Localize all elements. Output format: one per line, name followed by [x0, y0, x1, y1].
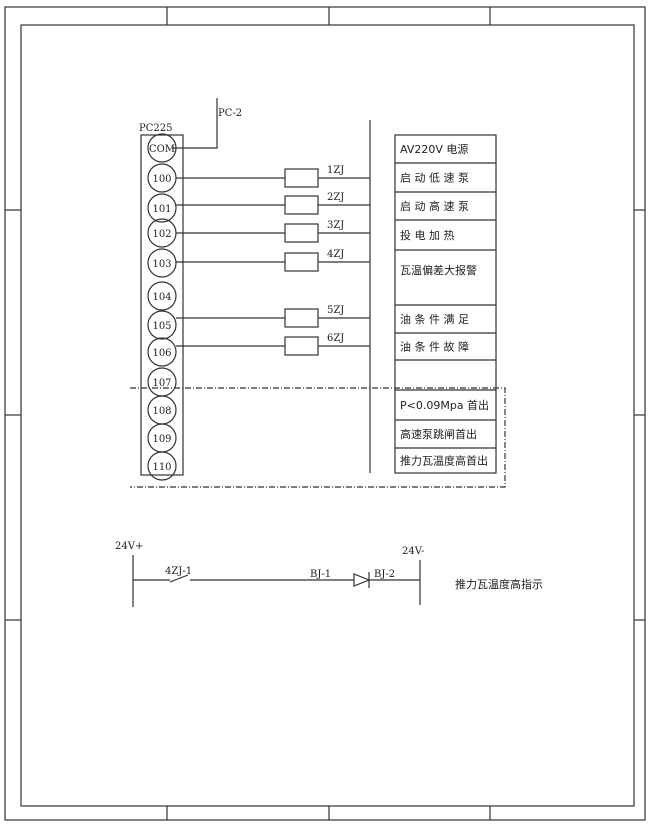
function-row-label: 启 动 低 速 泵: [400, 172, 469, 185]
function-row-label: P<0.09Mpa 首出: [400, 398, 489, 412]
terminal-label: 101: [152, 204, 171, 215]
circuit-description: 推力瓦温度高指示: [455, 577, 543, 591]
pc2-label: PC-2: [218, 108, 242, 119]
function-row-label: 高速泵跳闸首出: [400, 427, 477, 441]
function-row-label: 瓦温偏差大报警: [400, 263, 477, 277]
switch-label: 4ZJ-1: [165, 566, 192, 577]
terminal-label: COM: [149, 144, 175, 155]
terminal-circle: [147, 310, 177, 340]
switch-contact: [169, 574, 189, 583]
relay-coil: [284, 336, 319, 356]
relay-label: 1ZJ: [327, 165, 344, 176]
relay-wiring: 1ZJ 2ZJ 3ZJ 4ZJ 5ZJ 6ZJ: [176, 120, 371, 473]
terminal-label: 104: [152, 292, 171, 303]
relay-coil: [284, 168, 319, 188]
terminal-circle: [147, 451, 177, 481]
dashed-group-boundary: [130, 387, 506, 488]
relay-label: 5ZJ: [327, 305, 344, 316]
indicator-lamp-diode: [353, 573, 371, 587]
plc-terminal-strip: PC225 PC-2 COM 100 101 102 103 104 105 106 107 10…: [139, 98, 242, 481]
function-row-label: 油 条 件 满 足: [400, 312, 469, 326]
terminal-label: 105: [152, 321, 171, 332]
relay-coil: [284, 308, 319, 328]
function-table: AV220V 电源启 动 低 速 泵启 动 高 速 泵投 电 加 热瓦温偏差大报…: [394, 134, 497, 474]
function-row-label: 推力瓦温度高首出: [400, 454, 488, 468]
relay-coil: [284, 195, 319, 215]
neg-rail-label: 24V-: [402, 546, 424, 557]
terminal-label: 106: [152, 348, 171, 359]
function-row-label: 投 电 加 热: [400, 228, 455, 242]
terminal-circle: [147, 281, 177, 311]
terminal-label: 100: [152, 174, 171, 185]
terminal-label: 109: [152, 434, 171, 445]
relay-label: 4ZJ: [327, 249, 344, 260]
terminal-label: 107: [152, 378, 171, 389]
function-row-label: AV220V 电源: [400, 142, 468, 156]
function-row-label: 油 条 件 故 障: [400, 340, 469, 354]
terminal-label: 110: [152, 462, 171, 473]
relay-coil: [284, 223, 319, 243]
terminal-label: 102: [152, 229, 171, 240]
terminal-circle: [147, 248, 177, 278]
terminal-circle: [147, 133, 177, 163]
relay-coil: [284, 252, 319, 272]
terminal-label: 108: [152, 406, 171, 417]
bj1-label: BJ-1: [310, 569, 331, 580]
function-row-label: 启 动 高 速 泵: [400, 199, 469, 213]
terminal-label: 103: [152, 259, 171, 270]
terminal-circle: [147, 337, 177, 367]
drawing-frame: [4, 6, 646, 821]
indicator-circuit: 24V+ 4ZJ-1 BJ-1 BJ-2 24V- 推力瓦温度高指示: [115, 541, 543, 607]
pos-rail-label: 24V+: [115, 541, 143, 552]
plc-name: PC225: [139, 123, 172, 134]
bj2-label: BJ-2: [374, 569, 395, 580]
relay-label: 6ZJ: [327, 333, 344, 344]
relay-label: 3ZJ: [327, 220, 344, 231]
relay-label: 2ZJ: [327, 192, 344, 203]
terminal-circle: [147, 193, 177, 223]
